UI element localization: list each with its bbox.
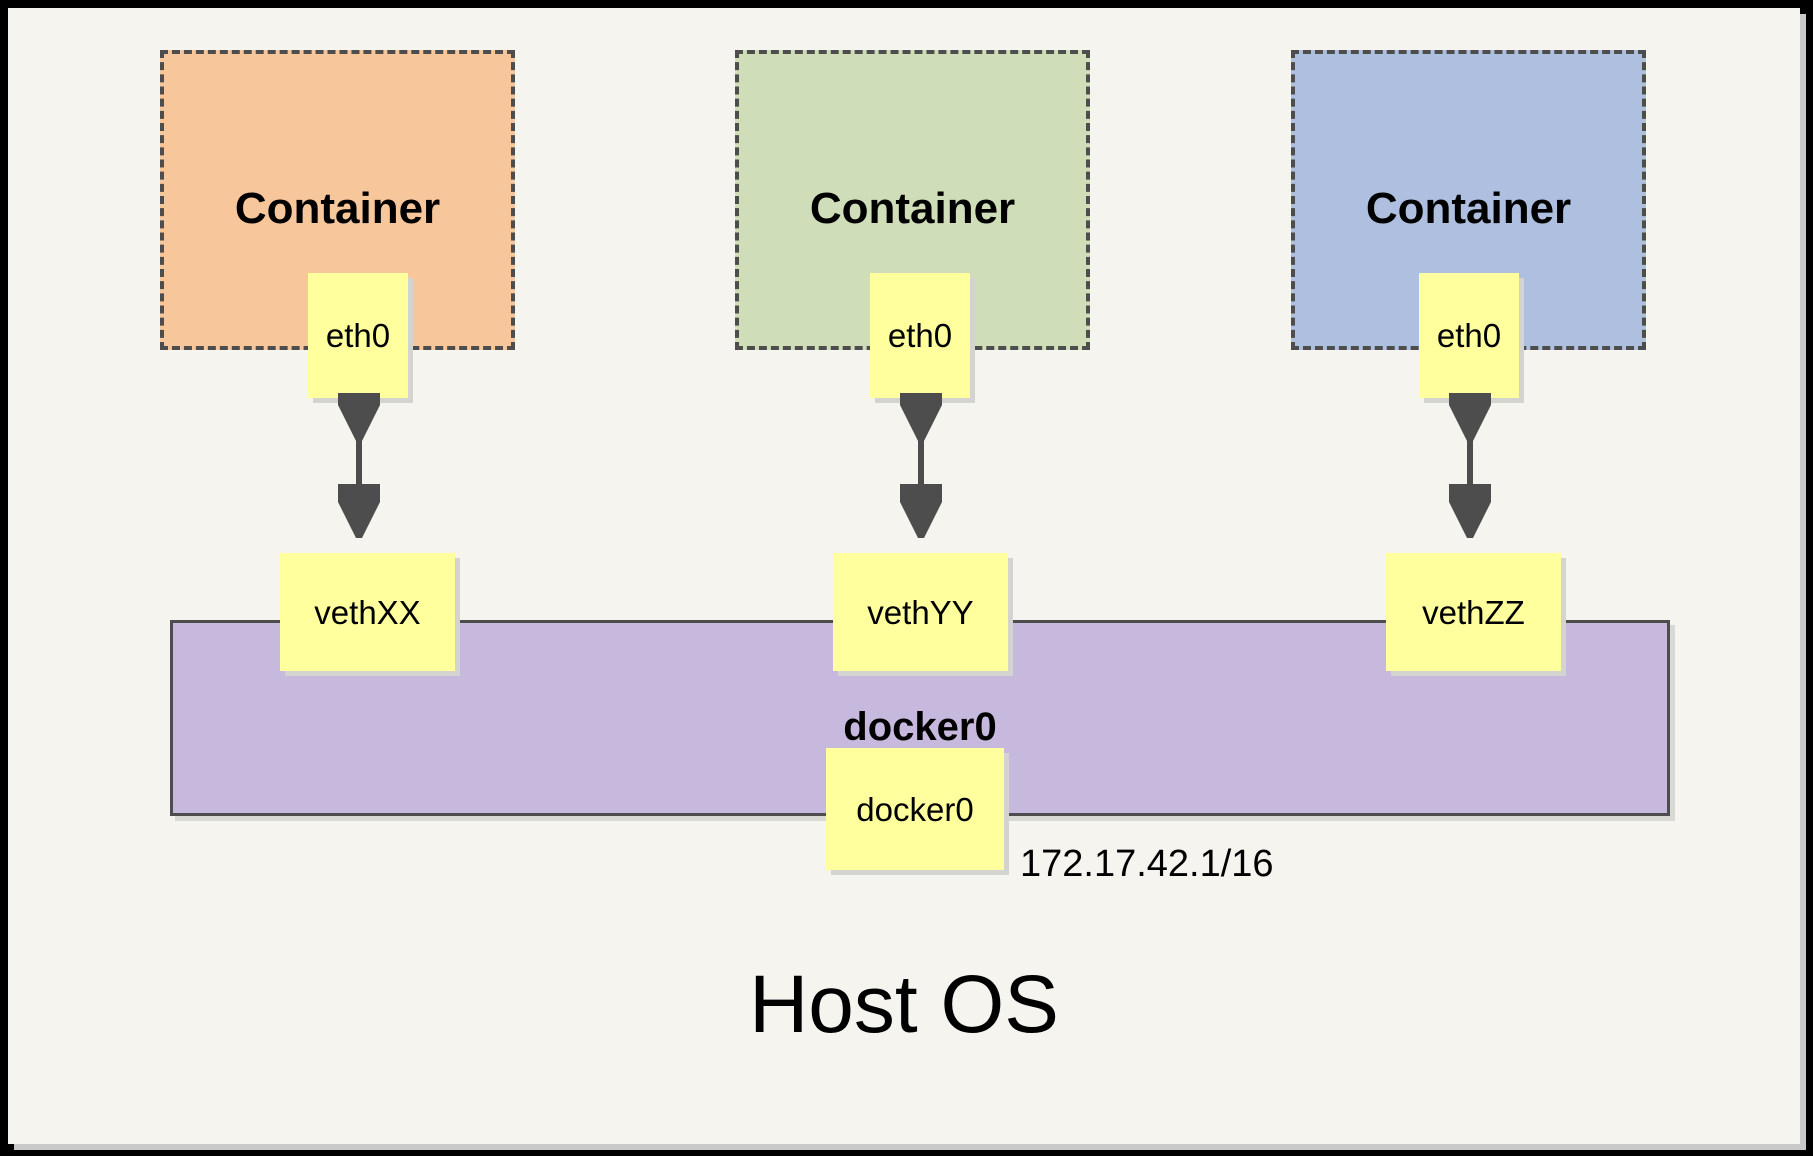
vethyy-chip: vethYY bbox=[833, 553, 1008, 671]
container-1-eth0-label: eth0 bbox=[325, 317, 391, 354]
docker0-interface-label: docker0 bbox=[856, 790, 974, 828]
vethyy-label: vethYY bbox=[867, 593, 974, 631]
docker0-bridge-label: docker0 bbox=[843, 705, 997, 749]
docker0-ip-label: 172.17.42.1/16 bbox=[1020, 843, 1274, 885]
arrow-container-3-to-vethzz bbox=[1449, 393, 1491, 538]
arrow-container-1-to-vethxx bbox=[338, 393, 380, 538]
vethxx-label: vethXX bbox=[314, 593, 421, 631]
container-2-eth0-chip: eth0 bbox=[870, 273, 970, 398]
diagram-canvas: Container eth0 Container eth0 Container … bbox=[8, 8, 1800, 1144]
container-1-eth0-chip: eth0 bbox=[308, 273, 408, 398]
vethzz-label: vethZZ bbox=[1422, 593, 1525, 631]
vethzz-chip: vethZZ bbox=[1386, 553, 1561, 671]
container-title-2: Container bbox=[809, 184, 1016, 233]
host-os-label: Host OS bbox=[749, 959, 1059, 1050]
docker0-interface-chip: docker0 bbox=[826, 748, 1004, 870]
arrow-container-2-to-vethyy bbox=[900, 393, 942, 538]
container-3-eth0-label: eth0 bbox=[1436, 317, 1502, 354]
vethxx-chip: vethXX bbox=[280, 553, 455, 671]
container-title-3: Container bbox=[1365, 184, 1572, 233]
container-3-eth0-chip: eth0 bbox=[1419, 273, 1519, 398]
container-title-1: Container bbox=[234, 184, 441, 233]
container-2-eth0-label: eth0 bbox=[887, 317, 953, 354]
